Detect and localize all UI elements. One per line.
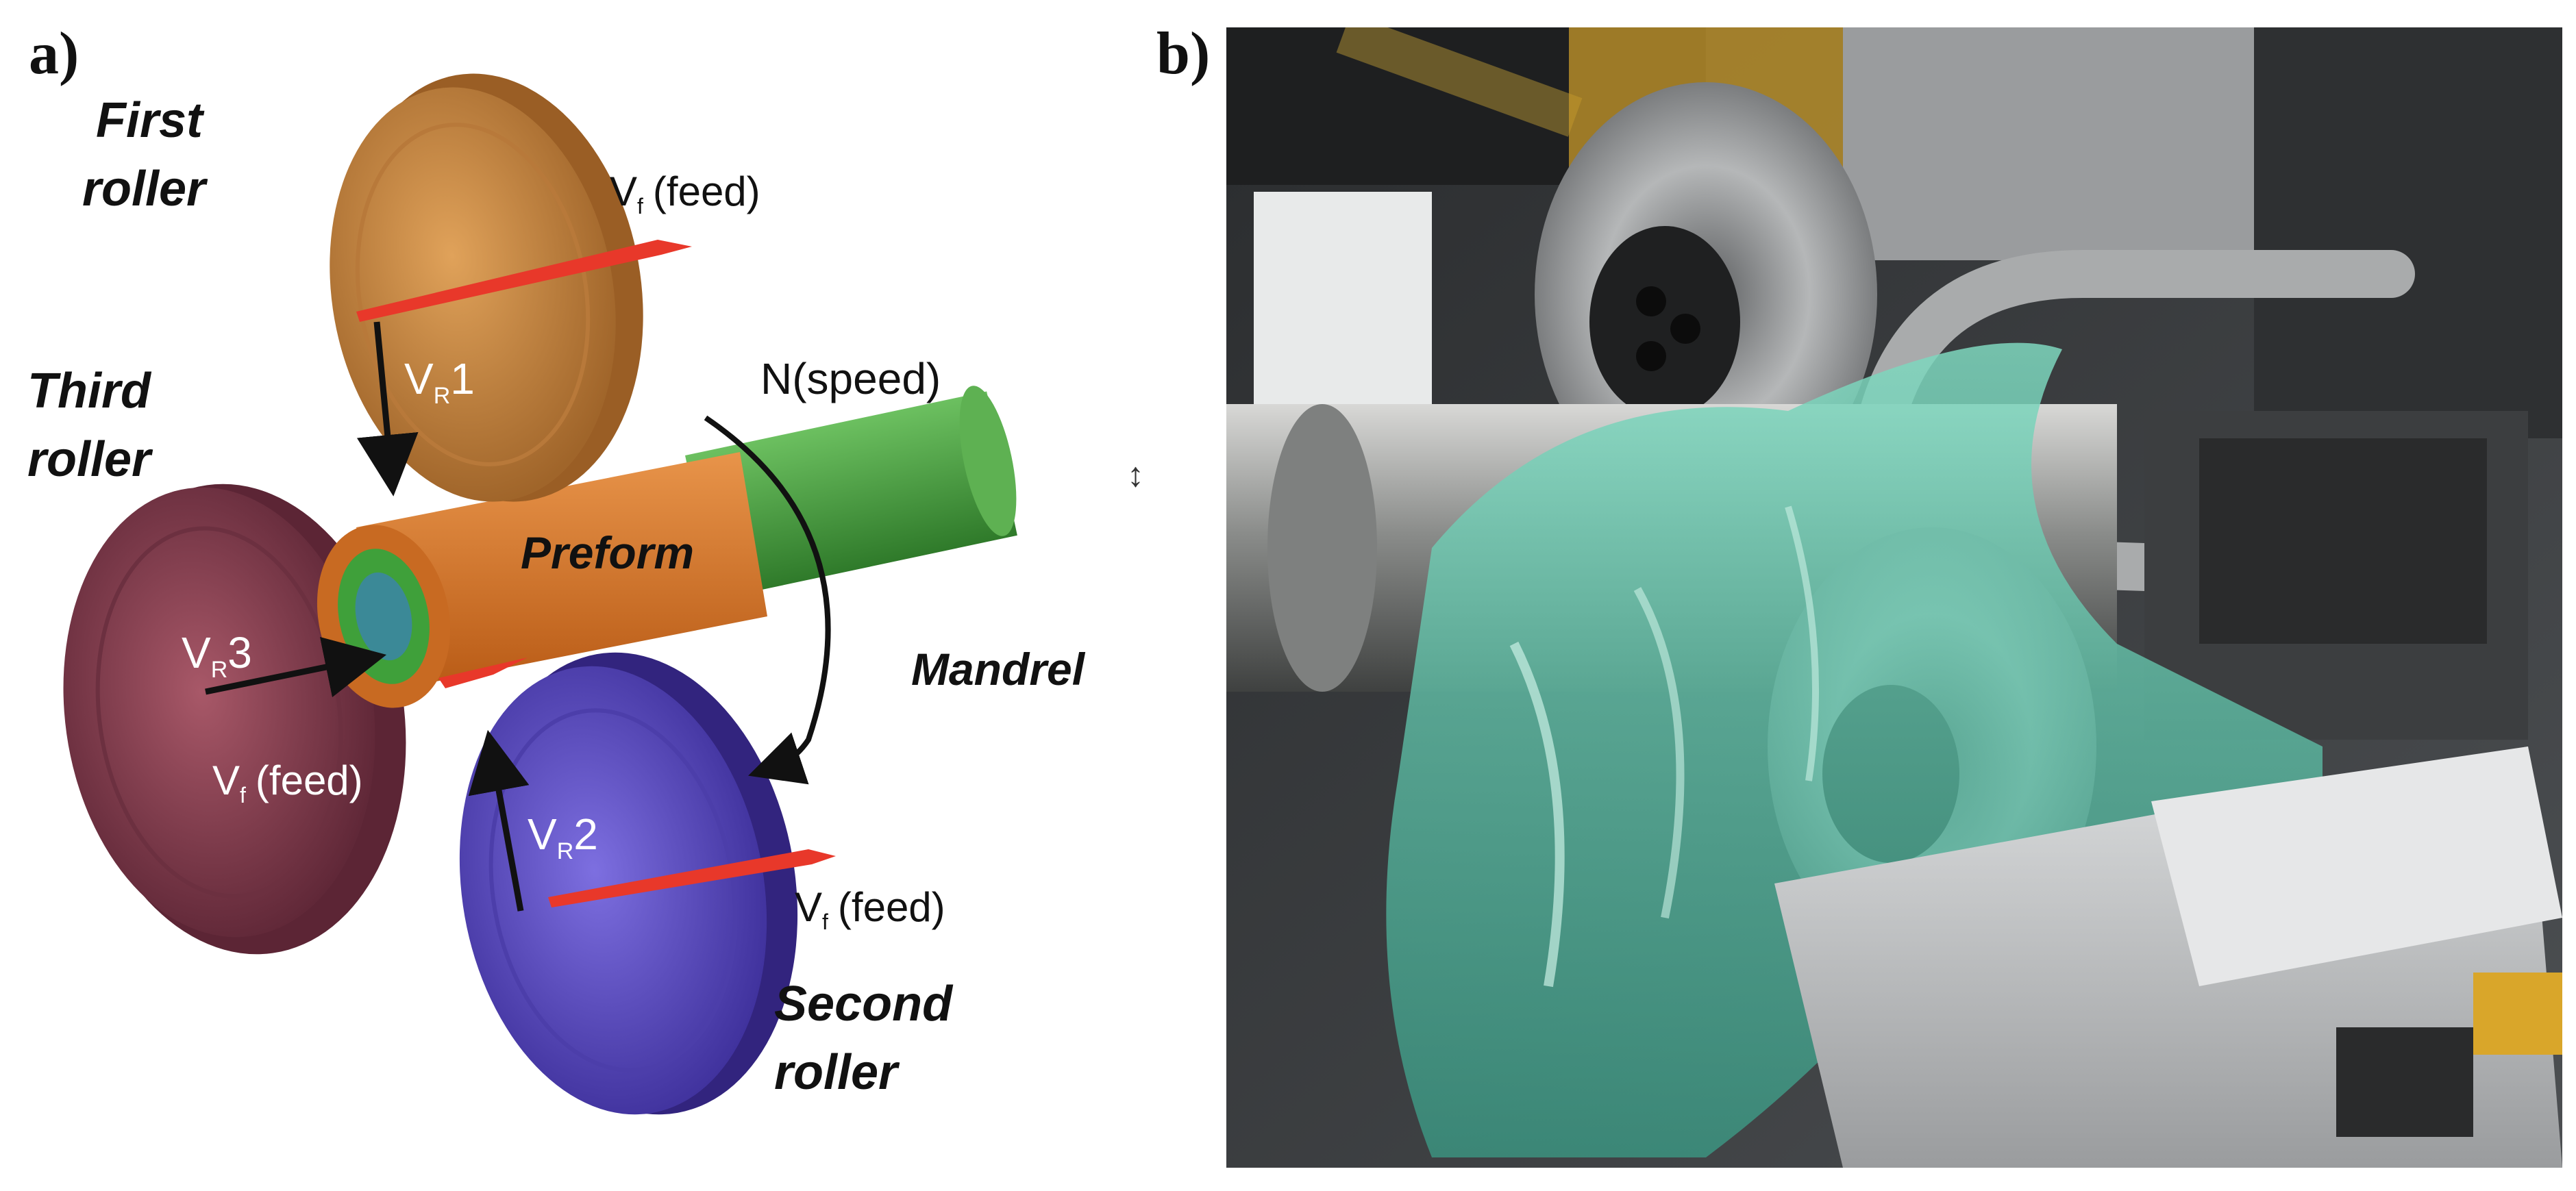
machine-photo [1226, 27, 2562, 1168]
small-arrow-glyph: ↕ [1127, 455, 1144, 494]
feed-label-bottom: Vf(feed) [795, 884, 945, 934]
flow-forming-diagram: First roller Third roller Second roller … [27, 73, 1144, 1115]
second-roller-label-line1: Second [774, 977, 954, 1031]
preform [356, 452, 767, 692]
third-roller-label-line1: Third [27, 364, 152, 418]
panel-a-label: a) [29, 21, 79, 87]
machine-bed [1774, 747, 2562, 1168]
feed-label-top: Vf(feed) [610, 168, 760, 218]
panel-b-label: b) [1156, 21, 1211, 87]
velocity-arrows [205, 321, 530, 912]
mandrel-label: Mandrel [911, 644, 1086, 694]
speed-label: N(speed) [760, 354, 941, 403]
preform-label: Preform [521, 527, 694, 578]
coolant-spray [1386, 342, 2323, 1157]
tool-holder [2144, 411, 2528, 740]
vr1-label: VR1 [404, 354, 475, 409]
second-roller-label-line2: roller [774, 1045, 900, 1100]
first-roller-label-line2: roller [82, 162, 208, 216]
vr3-label: VR3 [182, 628, 252, 683]
rotation-arrow [704, 415, 831, 785]
feed-arrows [356, 240, 836, 907]
upper-roller-disc [1535, 82, 1877, 507]
third-roller-label-line2: roller [27, 432, 153, 487]
feed-label-mid: Vf(feed) [212, 757, 363, 807]
mandrel [685, 386, 1017, 600]
first-roller-label-line1: First [96, 93, 205, 148]
vr2-label: VR2 [528, 810, 598, 864]
